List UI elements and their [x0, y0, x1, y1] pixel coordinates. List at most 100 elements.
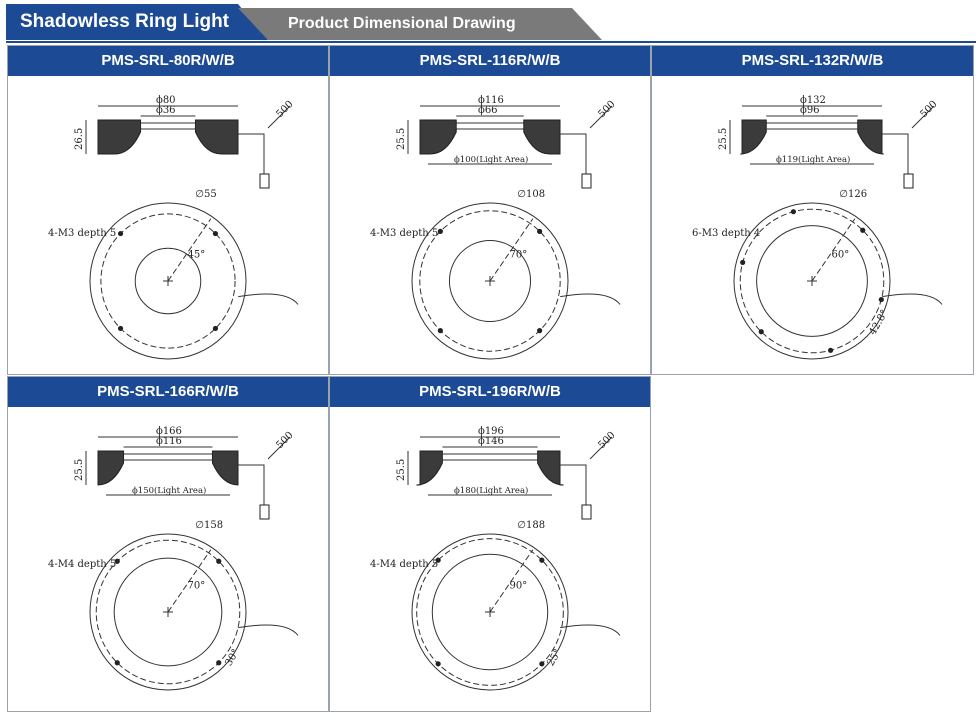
cable-line: [560, 133, 587, 174]
mounting-hole: [114, 660, 120, 666]
height-label: 25.5: [396, 459, 407, 481]
ring-inner-circle: [756, 225, 868, 337]
cable-length-label: 500: [596, 99, 617, 120]
outer-diameter-label: ϕ116: [478, 95, 504, 106]
ring-inner-circle: [113, 557, 223, 667]
angle-ref-line: [489, 218, 534, 282]
mounting-hole: [435, 557, 441, 563]
height-label: 26.5: [74, 128, 85, 150]
connector-icon: [581, 504, 592, 520]
header-underline: [6, 41, 976, 43]
ring-outer-circle: [733, 202, 891, 360]
ring-body-right: [194, 119, 239, 155]
height-label: 25.5: [718, 128, 729, 150]
cable-dimension-line: [267, 105, 291, 129]
secondary-angle-label: 30°: [223, 647, 241, 668]
mounting-hole: [437, 328, 443, 334]
ring-outer-circle: [411, 533, 569, 691]
mounting-hole: [216, 558, 222, 564]
bolt-circle-label: ∅158: [195, 520, 223, 531]
ring-body-right: [537, 450, 564, 486]
cable-dimension-line: [589, 436, 613, 460]
mounting-holes-label: 4-M4 depth 5: [370, 559, 438, 570]
angle-label: 70°: [510, 250, 528, 261]
cable-exit-line: [238, 293, 299, 305]
ring-body-left: [416, 450, 443, 486]
cable-exit-line: [882, 293, 943, 305]
angle-label: 90°: [510, 581, 528, 592]
mounting-hole: [539, 661, 545, 667]
model-title: PMS-SRL-132R/W/B: [652, 46, 973, 76]
ring-inner-circle: [431, 553, 549, 671]
connector-icon: [903, 173, 914, 189]
cable-length-label: 500: [918, 99, 939, 120]
cable-line: [560, 464, 587, 505]
ring-body-left: [97, 450, 125, 486]
bolt-circle: [739, 208, 885, 354]
cable-line: [238, 464, 265, 505]
bolt-circle-label: ∅126: [839, 189, 867, 200]
inner-diameter-label: ϕ116: [156, 436, 182, 447]
bolt-circle: [419, 210, 561, 352]
ring-body-left: [97, 119, 142, 155]
bolt-circle-label: ∅108: [517, 189, 545, 200]
ring-outer-circle: [89, 533, 247, 691]
mounting-hole: [216, 660, 222, 666]
inner-diameter-label: ϕ66: [478, 105, 498, 116]
ring-inner-circle: [448, 239, 532, 323]
light-area-label: ϕ180(Light Area): [454, 485, 528, 496]
angle-label: 60°: [832, 250, 850, 261]
cable-exit-line: [560, 293, 621, 305]
angle-ref-line: [489, 549, 534, 613]
cable-dimension-line: [267, 436, 291, 460]
angle-ref-line: [167, 549, 212, 613]
series-title-tab: Shadowless Ring Light: [6, 4, 268, 40]
mounting-hole: [539, 557, 545, 563]
connector-icon: [259, 173, 270, 189]
inner-diameter-label: ϕ96: [800, 105, 820, 116]
ring-body-right: [523, 119, 561, 155]
cable-exit-line: [238, 624, 299, 636]
mounting-hole: [117, 230, 124, 237]
ring-body-left: [419, 119, 457, 155]
model-title: PMS-SRL-80R/W/B: [8, 46, 328, 76]
secondary-angle-label: 42.8°: [867, 308, 890, 337]
ring-inner-circle: [134, 247, 202, 315]
ring-outer-circle: [89, 202, 247, 360]
cable-line: [238, 133, 265, 174]
outer-diameter-label: ϕ196: [478, 426, 504, 437]
mounting-hole: [212, 230, 219, 237]
light-area-label: ϕ150(Light Area): [132, 485, 206, 496]
mounting-hole: [758, 329, 764, 335]
model-title: PMS-SRL-196R/W/B: [330, 377, 650, 407]
mounting-hole: [212, 325, 219, 332]
outer-diameter-label: ϕ166: [156, 426, 182, 437]
outer-diameter-label: ϕ132: [800, 95, 826, 106]
mounting-holes-label: 4-M4 depth 5: [48, 559, 116, 570]
height-label: 25.5: [74, 459, 85, 481]
mounting-hole: [860, 227, 866, 233]
cable-line: [882, 133, 909, 174]
mounting-hole: [740, 259, 746, 266]
ring-body-right: [857, 119, 884, 155]
bolt-circle: [100, 213, 236, 349]
mounting-hole: [117, 325, 124, 332]
mounting-hole: [878, 296, 884, 303]
height-label: 25.5: [396, 128, 407, 150]
mounting-hole: [537, 228, 543, 234]
